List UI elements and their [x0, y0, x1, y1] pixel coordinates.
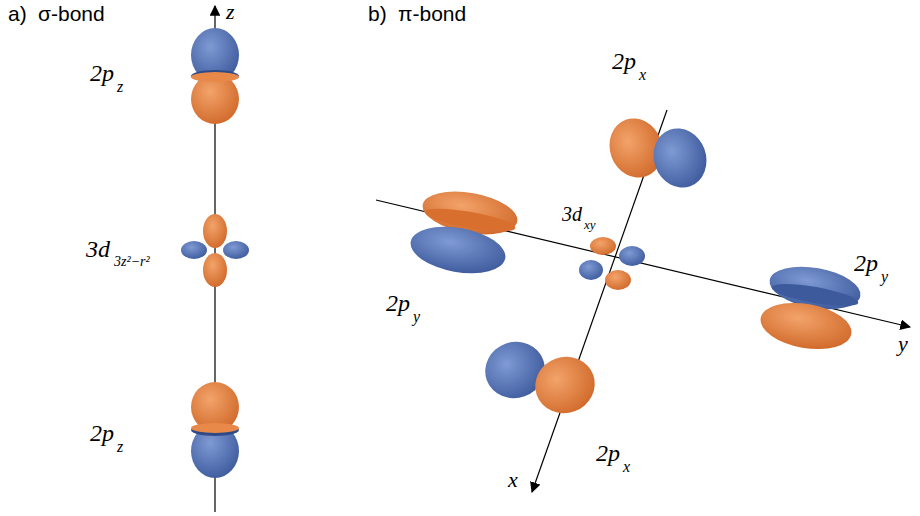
orbital-label: 2p	[612, 48, 636, 74]
axis-label: z	[226, 0, 235, 24]
p-orbital	[757, 260, 864, 355]
panel-letter: a)	[8, 2, 27, 25]
d-orbital	[181, 214, 249, 287]
orbital-label: 3d	[562, 203, 582, 225]
orbital-subscript: z	[117, 78, 123, 96]
orbital-subscript: x	[639, 66, 646, 84]
orbital-label: 3d	[86, 236, 110, 262]
axis-label: x	[508, 468, 518, 492]
panel-letter: b)	[368, 2, 387, 25]
orbital-subscript: z	[117, 438, 123, 456]
panel-title: σ-bond	[38, 2, 105, 25]
orbital-subscript: y	[881, 268, 888, 286]
panel-title: π-bond	[398, 2, 466, 25]
p-orbital	[601, 111, 714, 195]
orbital-label: 2p	[90, 420, 114, 446]
p-orbital	[191, 382, 239, 478]
d-orbital	[579, 237, 645, 290]
orbital-subscript: 3z²−r²	[114, 254, 150, 269]
p-orbital	[407, 185, 521, 280]
orbital-subscript: x	[623, 458, 630, 476]
orbital-label: 2p	[854, 250, 878, 276]
orbital-label: 2p	[596, 440, 620, 466]
orbital-subscript: y	[413, 308, 420, 326]
orbital-subscript: xy	[584, 218, 596, 232]
p-orbital	[477, 333, 603, 421]
axis-label: y	[898, 332, 908, 356]
orbital-label: 2p	[90, 60, 114, 86]
p-orbital	[191, 28, 239, 124]
orbital-label: 2p	[386, 290, 410, 316]
y-axis	[376, 200, 910, 327]
